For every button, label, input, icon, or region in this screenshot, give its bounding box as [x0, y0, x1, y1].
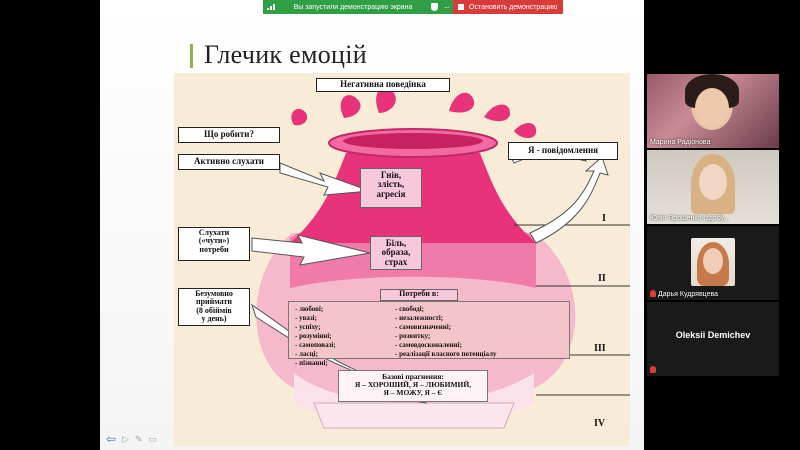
emotion-jug-picture: Негативна поведінка Що робити? Активно с… [174, 73, 630, 446]
level-iii-label: III [594, 343, 606, 354]
participant-name: Дарья Кудрявцева [650, 290, 718, 298]
needs-title: Потреби в: [380, 289, 458, 301]
more-icon[interactable]: ··· [444, 2, 450, 12]
negative-behavior-label: Негативна поведінка [316, 78, 450, 92]
participant-tile-3[interactable]: Дарья Кудрявцева [647, 226, 779, 300]
what-to-do-label: Що робити? [178, 127, 280, 143]
slideshow-controls: ⇦ ▷ ✎ ▭ [106, 432, 157, 446]
stop-share-label: Остановить демонстрацию [469, 3, 558, 11]
share-status[interactable]: Вы запустили демонстрацию экрана ··· [263, 0, 453, 14]
participant-tile-2[interactable]: Юлія Ярошенко (здобу... [647, 150, 779, 224]
slide-title: Глечик емоцій [204, 40, 368, 69]
menu-icon[interactable]: ▭ [148, 433, 158, 444]
i-message-label: Я - повідомлення [508, 142, 618, 160]
participant-tile-1[interactable]: Марина Радіонова [647, 74, 779, 148]
pain-layer-label: Біль, образа, страх [370, 236, 422, 270]
shield-icon [431, 3, 438, 11]
participant-avatar [691, 238, 735, 286]
anger-layer-label: Гнів, злість, агресія [360, 168, 422, 208]
title-accent-bar [190, 44, 193, 68]
level-iv-label: IV [594, 418, 606, 429]
hear-needs-label: Слухати («чути») потреби [178, 227, 250, 261]
base-aspirations-label: Базові прагнення: Я – ХОРОШИЙ, Я – ЛЮБИМ… [338, 370, 488, 402]
unconditional-accept-label: Безумовно приймати (8 обіймів у день) [178, 288, 250, 326]
previous-slide-icon[interactable]: ⇦ [106, 432, 117, 446]
participant-face [699, 164, 727, 200]
level-ii-label: II [598, 273, 606, 284]
participant-status [650, 366, 658, 374]
pen-icon[interactable]: ✎ [134, 433, 143, 444]
presentation-slide: Глечик емоцій [100, 0, 644, 450]
needs-left-column: - любові; - увазі; - успіху; - розумінні… [295, 305, 336, 367]
participant-tile-4[interactable]: Oleksii Demichev [647, 302, 779, 376]
screen-share-banner: Вы запустили демонстрацию экрана ··· Ост… [263, 0, 563, 14]
share-status-text: Вы запустили демонстрацию экрана [293, 3, 413, 11]
level-i-label: I [602, 213, 606, 224]
needs-right-column: - свободі; - незалежності; - самовизначе… [395, 305, 497, 358]
stop-icon [458, 4, 464, 10]
participant-face [695, 88, 729, 128]
participant-name: Марина Радіонова [650, 139, 711, 146]
signal-icon [267, 4, 275, 10]
next-slide-icon[interactable]: ▷ [122, 433, 129, 444]
participant-name: Юлія Ярошенко (здобу... [650, 215, 730, 222]
needs-list: - любові; - увазі; - успіху; - розумінні… [288, 301, 570, 367]
participant-name-center: Oleksii Demichev [675, 330, 751, 340]
active-listening-label: Активно слухати [178, 154, 280, 170]
muted-mic-icon [650, 366, 656, 373]
muted-mic-icon [650, 290, 656, 297]
stop-share-button[interactable]: Остановить демонстрацию [453, 0, 563, 14]
